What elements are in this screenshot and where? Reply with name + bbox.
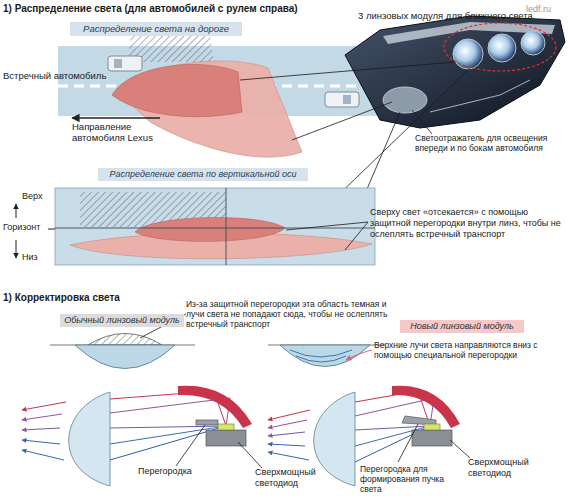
axis-label: Верх bbox=[22, 191, 52, 202]
pointer-arrow bbox=[346, 350, 372, 360]
light-ray bbox=[22, 440, 60, 444]
chrome-line bbox=[430, 80, 530, 112]
new-lens-view bbox=[268, 345, 385, 367]
light-ray bbox=[22, 450, 64, 460]
light-ray bbox=[268, 444, 305, 446]
shield bbox=[402, 416, 436, 425]
light-ray bbox=[268, 410, 310, 420]
dark-zone bbox=[88, 334, 162, 346]
pointer-line bbox=[292, 102, 392, 140]
callout-text: 3 линзовых модуля для ближнего света bbox=[358, 10, 563, 21]
down-arrow bbox=[16, 240, 17, 258]
light-ray bbox=[110, 426, 226, 428]
box-text: Новый линзовый модуль bbox=[403, 321, 521, 332]
direction-arrow bbox=[72, 117, 160, 118]
light-ray bbox=[22, 428, 60, 430]
part-label: Сверхмощный светодиод bbox=[468, 457, 530, 479]
section-heading: 1) Распределение света (для автомобилей … bbox=[3, 3, 323, 15]
headlight bbox=[345, 16, 565, 128]
callout-text: Направление автомобиля Lexus bbox=[72, 121, 167, 144]
lens-section bbox=[75, 345, 175, 369]
callout-text: Верхние лучи света направляются вниз с п… bbox=[374, 340, 564, 360]
leader-line bbox=[238, 442, 262, 468]
horizon-line bbox=[55, 228, 375, 229]
axis-label: Горизонт bbox=[3, 222, 51, 233]
leader-line bbox=[176, 425, 205, 466]
light-ray bbox=[110, 398, 230, 426]
box-text: Распределение света по вертикальной оси bbox=[101, 169, 305, 180]
part-label: Перегородка bbox=[138, 466, 210, 477]
lens-highlight bbox=[444, 23, 556, 71]
light-ray bbox=[268, 432, 305, 436]
pointer-line bbox=[240, 62, 455, 80]
section-heading: 1) Корректировка света bbox=[3, 292, 203, 304]
vertical-band bbox=[55, 188, 375, 265]
callout-text: Светоотражатель для освещения впереди и … bbox=[415, 133, 565, 153]
box-text: Обычный линзовый модуль bbox=[63, 315, 181, 326]
reflector bbox=[392, 386, 460, 428]
lens bbox=[69, 392, 110, 486]
shield bbox=[196, 420, 218, 425]
axis-line bbox=[226, 188, 227, 265]
callout-text: Из-за защитной перегородки эта область т… bbox=[186, 299, 396, 330]
lexus-car bbox=[325, 92, 359, 107]
led-chip bbox=[218, 424, 234, 430]
leader-line bbox=[412, 110, 432, 134]
led-chip bbox=[424, 424, 440, 430]
lens-module bbox=[521, 31, 545, 55]
callout-text: Встречный автомобиль bbox=[3, 70, 107, 81]
road-band bbox=[58, 46, 388, 116]
panel-heading: Распределение света по вертикальной оси bbox=[98, 168, 308, 181]
axis-label: Низ bbox=[22, 252, 52, 263]
module-tag: Новый линзовый модуль bbox=[400, 320, 524, 333]
ordinary-module bbox=[22, 386, 262, 486]
leader-line bbox=[450, 440, 470, 458]
reflector bbox=[383, 87, 427, 113]
light-ray bbox=[22, 402, 66, 410]
box-text: Распределение света на дороге bbox=[73, 23, 239, 35]
panel-heading: Распределение света на дороге bbox=[70, 22, 242, 36]
light-ray bbox=[268, 420, 307, 428]
leader-line bbox=[345, 222, 368, 250]
oncoming-car bbox=[108, 56, 142, 71]
part-label: Перегородка для формирования пучка света bbox=[360, 464, 460, 495]
low-beam-pattern bbox=[135, 217, 285, 241]
up-arrow bbox=[16, 204, 17, 218]
ray-curve bbox=[296, 356, 346, 362]
part-label: Сверхмощный светодиод bbox=[255, 467, 317, 489]
horizon-tick bbox=[48, 229, 55, 230]
car-window bbox=[343, 95, 351, 104]
headlight-body bbox=[345, 16, 565, 128]
road-panel bbox=[58, 22, 388, 157]
leader-line bbox=[398, 424, 418, 462]
light-ray bbox=[268, 452, 309, 460]
vertical-panel bbox=[16, 188, 375, 265]
light-ray bbox=[22, 414, 62, 420]
leader-line bbox=[286, 222, 368, 230]
car-body bbox=[325, 92, 359, 107]
lens-module bbox=[453, 39, 483, 69]
car-body bbox=[108, 56, 142, 71]
reflector bbox=[178, 386, 252, 428]
lens-module bbox=[488, 34, 516, 62]
low-beam-pattern bbox=[112, 64, 242, 116]
module-tag: Обычный линзовый модуль bbox=[60, 314, 184, 327]
car-window bbox=[114, 59, 122, 68]
ray-curve bbox=[290, 350, 352, 357]
lens bbox=[314, 392, 355, 486]
ordinary-lens-view bbox=[50, 314, 195, 369]
callout-text: Сверху свет «отсекается» с помощью защит… bbox=[370, 207, 566, 239]
led-base bbox=[412, 430, 452, 446]
